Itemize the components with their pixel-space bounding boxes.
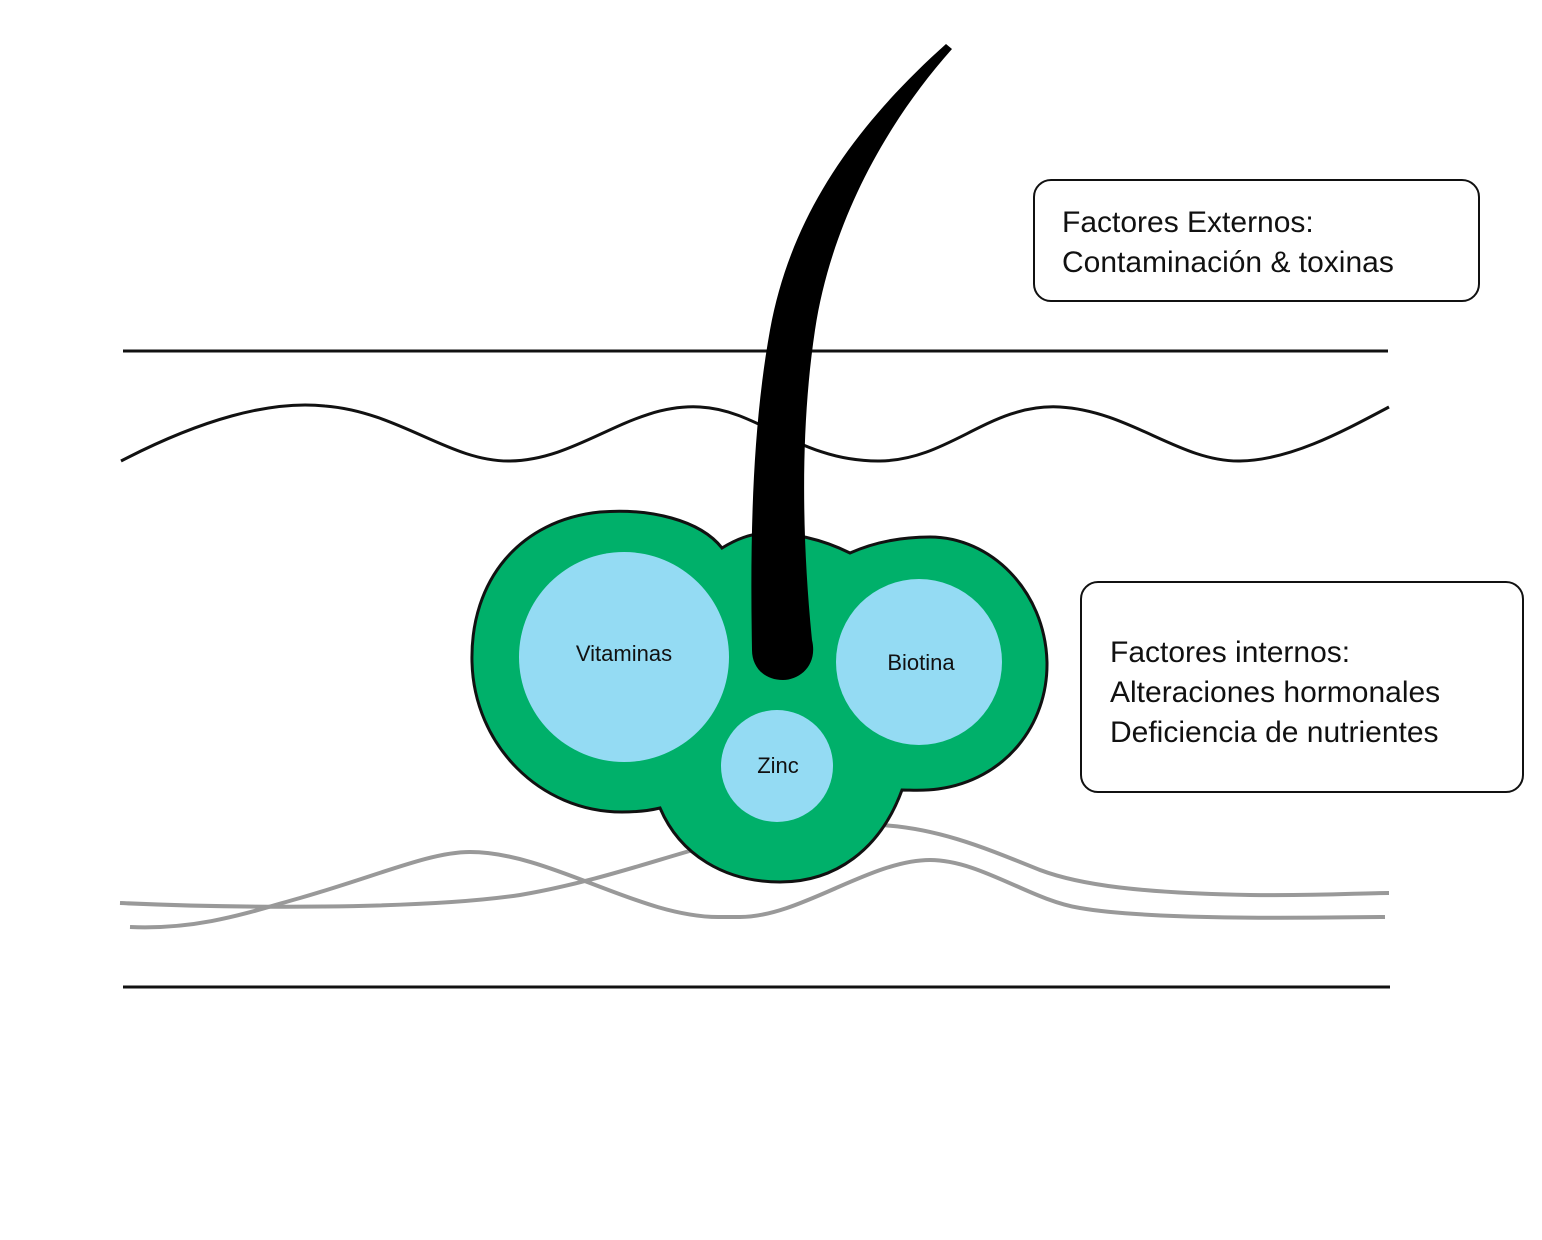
- epidermis-wave: [120, 403, 1390, 463]
- external-factors-heading: Factores Externos:: [1062, 206, 1314, 239]
- dermis-fiber: [119, 846, 701, 909]
- dermis-fiber: [129, 849, 1386, 930]
- internal-factors-callout: Factores internos: Alteraciones hormonal…: [1080, 581, 1524, 793]
- dermis-fiber: [879, 823, 1390, 898]
- nutrient-zinc: [721, 710, 833, 822]
- internal-factor-item: Deficiencia de nutrientes: [1110, 716, 1439, 749]
- nutrient-vitaminas: [519, 552, 729, 762]
- nutrient-label-biotina: Biotina: [887, 650, 955, 675]
- internal-factor-item: Alteraciones hormonales: [1110, 676, 1441, 709]
- external-factors-callout: Factores Externos: Contaminación & toxin…: [1033, 179, 1480, 302]
- hair-shaft: [751, 44, 952, 680]
- nutrient-biotina: [836, 579, 1002, 745]
- external-factor-item: Contaminación & toxinas: [1062, 246, 1394, 279]
- nutrient-label-zinc: Zinc: [757, 753, 799, 778]
- internal-factors-heading: Factores internos:: [1110, 636, 1351, 669]
- nutrient-label-vitaminas: Vitaminas: [576, 641, 672, 666]
